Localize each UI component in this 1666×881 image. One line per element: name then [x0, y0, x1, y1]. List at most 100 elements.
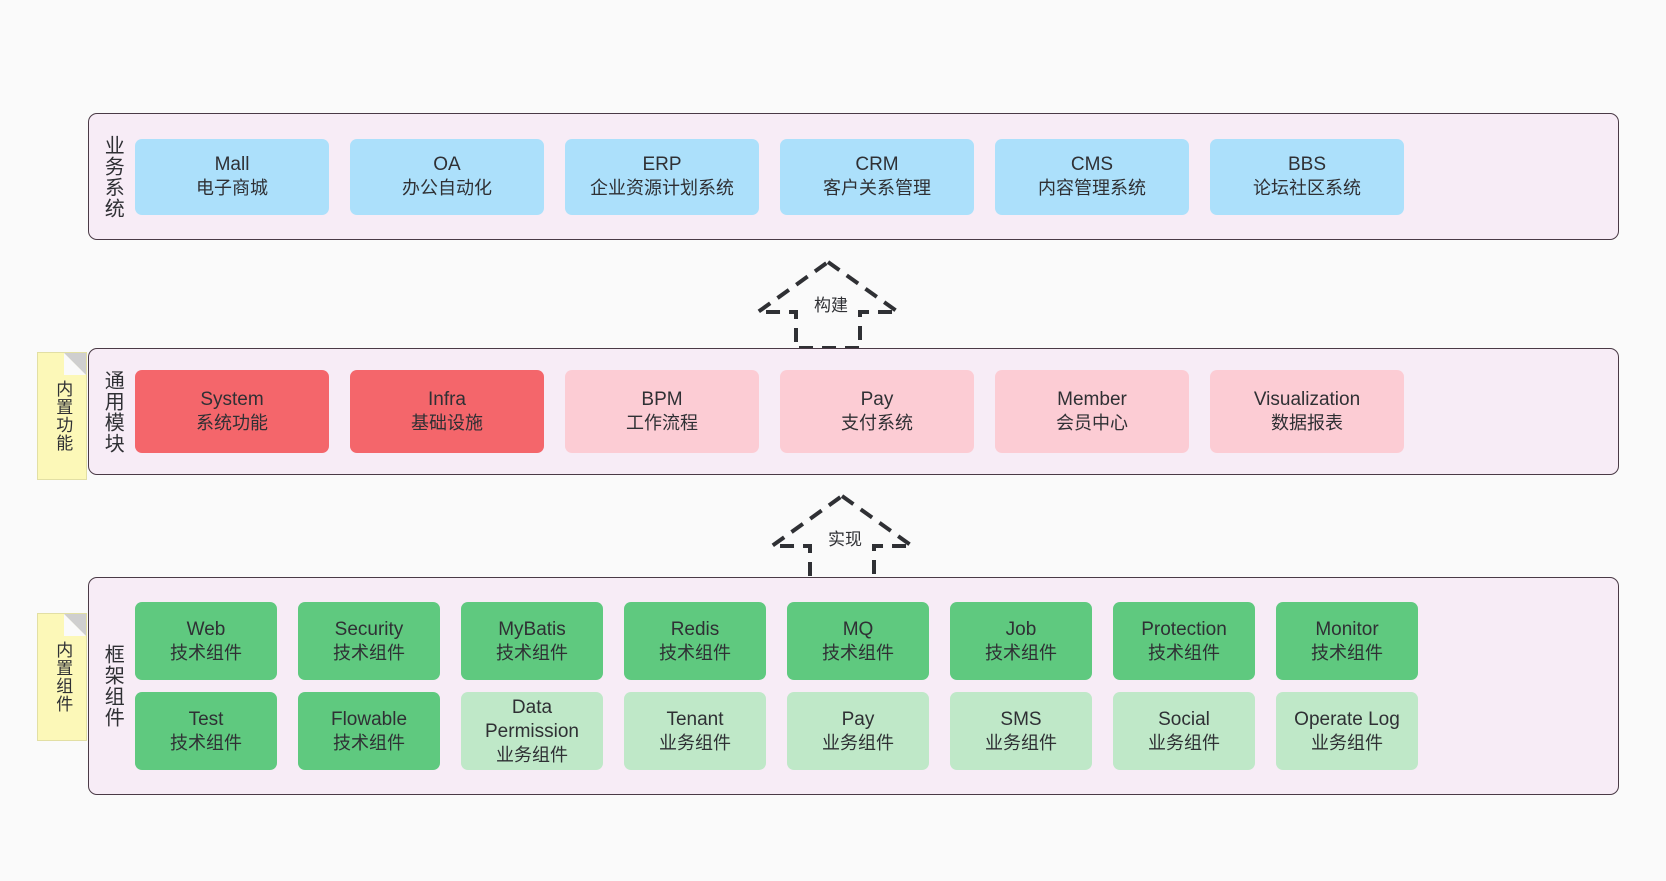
card-flowable[interactable]: Flowable 技术组件	[298, 692, 440, 770]
layer-title-business-systems: 业务系统	[101, 134, 124, 219]
card-title: Visualization	[1253, 389, 1361, 411]
card-title: System	[200, 389, 264, 411]
layer-body-common-modules: System 系统功能 Infra 基础设施 BPM 工作流程 Pay 支付系统…	[135, 349, 1618, 474]
card-title: Data Permission	[485, 697, 579, 742]
card-title: Protection	[1141, 618, 1227, 640]
card-redis[interactable]: Redis 技术组件	[624, 602, 766, 680]
layer-body-framework-components: Web 技术组件 Security 技术组件 MyBatis 技术组件 Redi…	[135, 578, 1618, 794]
card-mq[interactable]: MQ 技术组件	[787, 602, 929, 680]
card-title: Security	[334, 618, 404, 640]
card-title: Flowable	[330, 708, 408, 730]
card-visualization[interactable]: Visualization 数据报表	[1210, 370, 1404, 453]
layer-body-business-systems: Mall 电子商城 OA 办公自动化 ERP 企业资源计划系统 CRM 客户关系…	[135, 114, 1618, 239]
note-builtin-components: 内置组件	[37, 613, 87, 741]
card-row: System 系统功能 Infra 基础设施 BPM 工作流程 Pay 支付系统…	[135, 370, 1604, 453]
card-title: Test	[188, 708, 224, 730]
card-subtitle: 技术组件	[333, 732, 405, 753]
arrow-label-implement: 实现	[826, 525, 864, 550]
card-subtitle: 支付系统	[841, 413, 913, 434]
card-subtitle: 技术组件	[659, 642, 731, 663]
card-subtitle: 办公自动化	[402, 178, 492, 199]
card-crm[interactable]: CRM 客户关系管理	[780, 138, 974, 215]
card-subtitle: 业务组件	[659, 732, 731, 753]
card-subtitle: 业务组件	[1148, 732, 1220, 753]
card-subtitle: 技术组件	[496, 642, 568, 663]
card-subtitle: 企业资源计划系统	[590, 178, 734, 199]
note-label: 内置功能	[53, 380, 73, 452]
card-security[interactable]: Security 技术组件	[298, 602, 440, 680]
card-title: SMS	[1000, 708, 1042, 730]
card-title: Monitor	[1315, 618, 1379, 640]
layer-framework-components: 框架组件 Web 技术组件 Security 技术组件 MyBatis 技术组件…	[88, 577, 1619, 795]
card-subtitle: 业务组件	[985, 732, 1057, 753]
card-infra[interactable]: Infra 基础设施	[350, 370, 544, 453]
card-title: BPM	[641, 389, 683, 411]
card-job[interactable]: Job 技术组件	[950, 602, 1092, 680]
card-tenant[interactable]: Tenant 业务组件	[624, 692, 766, 770]
card-cms[interactable]: CMS 内容管理系统	[995, 138, 1189, 215]
card-test[interactable]: Test 技术组件	[135, 692, 277, 770]
card-subtitle: 技术组件	[985, 642, 1057, 663]
card-subtitle: 技术组件	[170, 732, 242, 753]
card-title: Redis	[670, 618, 720, 640]
card-pay[interactable]: Pay 支付系统	[780, 370, 974, 453]
card-subtitle: 业务组件	[1311, 732, 1383, 753]
card-subtitle: 内容管理系统	[1038, 178, 1146, 199]
card-bbs[interactable]: BBS 论坛社区系统	[1210, 138, 1404, 215]
card-title: OA	[433, 154, 461, 176]
card-member[interactable]: Member 会员中心	[995, 370, 1189, 453]
card-title: Web	[186, 618, 226, 640]
card-subtitle: 客户关系管理	[823, 178, 931, 199]
card-subtitle: 技术组件	[1148, 642, 1220, 663]
card-subtitle: 技术组件	[170, 642, 242, 663]
card-web[interactable]: Web 技术组件	[135, 602, 277, 680]
card-subtitle: 业务组件	[496, 744, 568, 765]
card-subtitle: 工作流程	[626, 413, 698, 434]
layer-business-systems: 业务系统 Mall 电子商城 OA 办公自动化 ERP 企业资源计划系统 CRM…	[88, 113, 1619, 240]
card-title: Infra	[427, 389, 467, 411]
card-title: Social	[1158, 708, 1210, 730]
card-row-business: Test 技术组件 Flowable 技术组件 Data Permission …	[135, 692, 1604, 770]
card-system[interactable]: System 系统功能	[135, 370, 329, 453]
card-title: Tenant	[666, 708, 724, 730]
card-data-permission[interactable]: Data Permission 业务组件	[461, 692, 603, 770]
layer-title-common-modules: 通用模块	[101, 369, 124, 454]
card-social[interactable]: Social 业务组件	[1113, 692, 1255, 770]
card-subtitle: 业务组件	[822, 732, 894, 753]
card-mybatis[interactable]: MyBatis 技术组件	[461, 602, 603, 680]
card-title: MQ	[842, 618, 874, 640]
card-bpm[interactable]: BPM 工作流程	[565, 370, 759, 453]
card-subtitle: 技术组件	[822, 642, 894, 663]
card-title: Member	[1057, 389, 1127, 411]
card-sms[interactable]: SMS 业务组件	[950, 692, 1092, 770]
card-row-technical: Web 技术组件 Security 技术组件 MyBatis 技术组件 Redi…	[135, 602, 1604, 680]
card-subtitle: 基础设施	[411, 413, 483, 434]
card-subtitle: 电子商城	[196, 178, 268, 199]
card-title: Pay	[841, 708, 875, 730]
card-title: Pay	[860, 389, 894, 411]
arrow-label-build: 构建	[812, 291, 850, 316]
card-subtitle: 数据报表	[1271, 413, 1343, 434]
card-subtitle: 论坛社区系统	[1253, 178, 1361, 199]
layer-title-framework-components: 框架组件	[101, 644, 124, 728]
card-subtitle: 系统功能	[196, 413, 268, 434]
card-mall[interactable]: Mall 电子商城	[135, 138, 329, 215]
card-title: Mall	[214, 154, 250, 176]
card-title: Operate Log	[1294, 708, 1400, 730]
card-pay-component[interactable]: Pay 业务组件	[787, 692, 929, 770]
note-builtin-functions: 内置功能	[37, 352, 87, 480]
card-oa[interactable]: OA 办公自动化	[350, 138, 544, 215]
card-subtitle: 技术组件	[333, 642, 405, 663]
card-title: MyBatis	[498, 618, 566, 640]
card-subtitle: 技术组件	[1311, 642, 1383, 663]
layer-common-modules: 通用模块 System 系统功能 Infra 基础设施 BPM 工作流程 Pay…	[88, 348, 1619, 475]
card-protection[interactable]: Protection 技术组件	[1113, 602, 1255, 680]
card-title: ERP	[642, 154, 682, 176]
card-operate-log[interactable]: Operate Log 业务组件	[1276, 692, 1418, 770]
card-monitor[interactable]: Monitor 技术组件	[1276, 602, 1418, 680]
card-row: Mall 电子商城 OA 办公自动化 ERP 企业资源计划系统 CRM 客户关系…	[135, 138, 1604, 215]
card-erp[interactable]: ERP 企业资源计划系统	[565, 138, 759, 215]
card-subtitle: 会员中心	[1056, 413, 1128, 434]
card-title: Job	[1005, 618, 1037, 640]
